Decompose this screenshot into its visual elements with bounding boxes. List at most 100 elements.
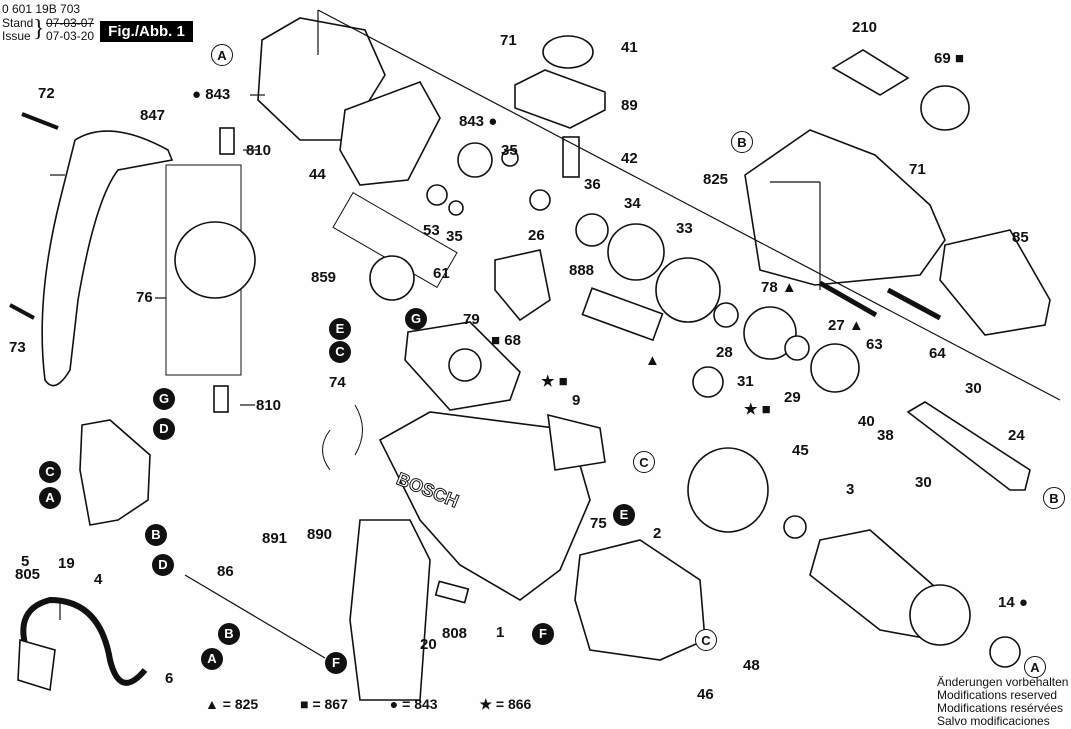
part-label-34[interactable]: 34 xyxy=(624,195,641,212)
washer-31 xyxy=(692,366,724,398)
handle-shell xyxy=(41,130,174,387)
connector-F-field[interactable]: F xyxy=(532,623,554,645)
part-label-6[interactable]: 6 xyxy=(165,670,174,687)
part-label-73[interactable]: 73 xyxy=(9,339,26,356)
part-label-9[interactable]: 9 xyxy=(572,392,581,409)
part-label-14[interactable]: 14 ● xyxy=(998,594,1028,611)
connector-C-switch[interactable]: C xyxy=(39,461,61,483)
connector-A-armature[interactable]: A xyxy=(1024,656,1046,678)
part-label-35-b[interactable]: 35 xyxy=(446,228,463,245)
part-label-46[interactable]: 46 xyxy=(697,686,714,703)
part-label-847[interactable]: 847 xyxy=(140,107,166,124)
part-label-31[interactable]: 31 xyxy=(737,373,754,390)
spindle-24 xyxy=(906,401,1031,491)
plug xyxy=(17,638,56,692)
part-label-825[interactable]: 825 xyxy=(703,171,729,188)
part-label-843-housing[interactable]: ● 843 xyxy=(192,86,231,103)
connector-A-cable[interactable]: A xyxy=(201,648,223,670)
part-label-68[interactable]: ■ 68 xyxy=(491,332,521,349)
connector-C-electronics[interactable]: C xyxy=(329,341,351,363)
part-label-30-a[interactable]: 30 xyxy=(965,380,982,397)
part-label-72[interactable]: 72 xyxy=(38,85,55,102)
part-label-48[interactable]: 48 xyxy=(743,657,760,674)
stand-issue-labels: Stand Issue xyxy=(2,17,33,43)
part-label-808[interactable]: 808 xyxy=(442,625,468,642)
part-label-805[interactable]: 805 xyxy=(15,566,41,583)
connector-A-switch[interactable]: A xyxy=(39,487,61,509)
part-label-71-a[interactable]: 71 xyxy=(500,32,517,49)
part-label-69[interactable]: 69 ■ xyxy=(934,50,964,67)
brush-spring-74 xyxy=(322,404,363,471)
connector-D-wire[interactable]: D xyxy=(152,554,174,576)
connector-A-housing[interactable]: A xyxy=(211,44,233,66)
stand-label: Stand xyxy=(2,16,34,30)
connector-G-switch[interactable]: G xyxy=(153,388,175,410)
symbol-label-triangle: ▲ xyxy=(645,352,660,369)
part-label-891[interactable]: 891 xyxy=(262,530,288,547)
fan xyxy=(909,584,971,646)
part-label-41[interactable]: 41 xyxy=(621,39,638,56)
star-icon: ★ xyxy=(479,696,493,712)
connector-G-electronics[interactable]: G xyxy=(405,308,427,330)
part-label-20[interactable]: 20 xyxy=(420,636,437,653)
part-label-40[interactable]: 40 xyxy=(858,413,875,430)
part-label-843-gear[interactable]: 843 ● xyxy=(459,113,498,130)
connector-E-electronics[interactable]: E xyxy=(329,318,351,340)
connector-D-switch[interactable]: D xyxy=(153,418,175,440)
part-label-78[interactable]: 78 ▲ xyxy=(761,279,797,296)
bearing-14 xyxy=(989,636,1021,668)
brush-810-bottom xyxy=(213,385,229,413)
part-label-85[interactable]: 85 xyxy=(1012,229,1029,246)
part-label-27[interactable]: 27 ▲ xyxy=(828,317,864,334)
part-label-53[interactable]: 53 xyxy=(423,222,440,239)
connector-B-gearcase[interactable]: B xyxy=(731,131,753,153)
part-label-89[interactable]: 89 xyxy=(621,97,638,114)
part-label-1[interactable]: 1 xyxy=(496,624,505,641)
part-label-28[interactable]: 28 xyxy=(716,344,733,361)
part-label-45[interactable]: 45 xyxy=(792,442,809,459)
part-label-79[interactable]: 79 xyxy=(463,311,480,328)
part-label-63[interactable]: 63 xyxy=(866,336,883,353)
part-label-36[interactable]: 36 xyxy=(584,176,601,193)
connector-C-field[interactable]: C xyxy=(695,629,717,651)
part-label-61[interactable]: 61 xyxy=(433,265,450,282)
cover-44 xyxy=(339,81,441,186)
part-label-76[interactable]: 76 xyxy=(136,289,153,306)
part-label-890[interactable]: 890 xyxy=(307,526,333,543)
part-label-3[interactable]: 3 xyxy=(846,481,855,498)
part-label-29[interactable]: 29 xyxy=(784,389,801,406)
part-label-44[interactable]: 44 xyxy=(309,166,326,183)
ring-29 xyxy=(784,335,810,361)
connector-B-cable[interactable]: B xyxy=(218,623,240,645)
part-label-19[interactable]: 19 xyxy=(58,555,75,572)
connector-E-field[interactable]: E xyxy=(613,504,635,526)
connector-C-bracket[interactable]: C xyxy=(633,451,655,473)
part-label-810-bottom[interactable]: 810 xyxy=(256,397,282,414)
part-label-71-b[interactable]: 71 xyxy=(909,161,926,178)
part-label-24[interactable]: 24 xyxy=(1008,427,1025,444)
part-label-2[interactable]: 2 xyxy=(653,525,662,542)
part-label-859[interactable]: 859 xyxy=(311,269,337,286)
part-label-4[interactable]: 4 xyxy=(94,571,103,588)
part-label-75[interactable]: 75 xyxy=(590,515,607,532)
part-label-35-a[interactable]: 35 xyxy=(501,142,518,159)
part-label-38[interactable]: 38 xyxy=(877,427,894,444)
part-label-33[interactable]: 33 xyxy=(676,220,693,237)
part-label-30-b[interactable]: 30 xyxy=(915,474,932,491)
part-label-26[interactable]: 26 xyxy=(528,227,545,244)
speed-wheel xyxy=(448,348,482,382)
slide-888 xyxy=(581,287,664,342)
part-label-64[interactable]: 64 xyxy=(929,345,946,362)
screw-73 xyxy=(9,303,35,320)
part-label-888[interactable]: 888 xyxy=(569,262,595,279)
part-number: 0 601 19B 703 xyxy=(2,2,81,16)
part-label-42[interactable]: 42 xyxy=(621,150,638,167)
part-label-86[interactable]: 86 xyxy=(217,563,234,580)
connector-B-switch[interactable]: B xyxy=(145,524,167,546)
connector-F-wire[interactable]: F xyxy=(325,652,347,674)
connector-B-spindle[interactable]: B xyxy=(1043,487,1065,509)
part-label-5[interactable]: 5 xyxy=(21,553,30,570)
part-label-810-top[interactable]: 810 xyxy=(246,142,272,159)
part-label-74[interactable]: 74 xyxy=(329,374,346,391)
part-label-210[interactable]: 210 xyxy=(852,19,878,36)
